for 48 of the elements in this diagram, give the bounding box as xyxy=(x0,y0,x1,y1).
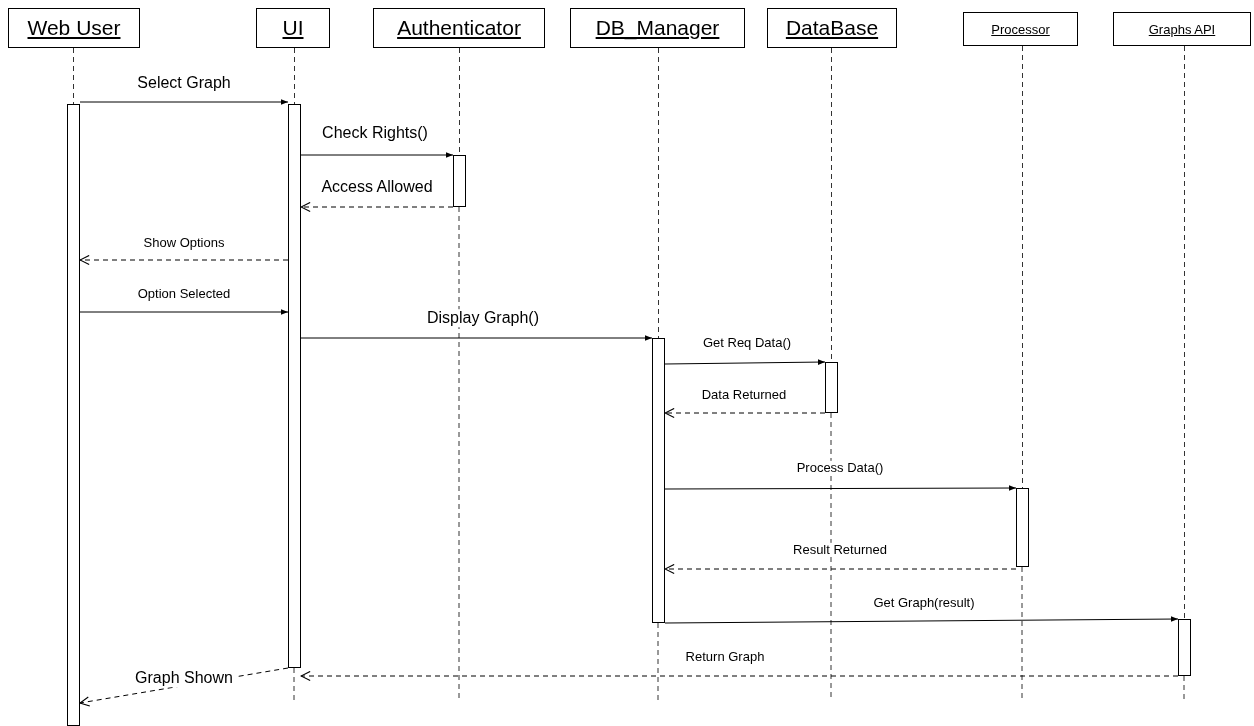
participant-name: Processor xyxy=(991,21,1050,37)
message-label: Show Options xyxy=(141,235,227,251)
lifeline xyxy=(658,47,659,339)
message-label: Check Rights() xyxy=(320,124,430,142)
participant-box xyxy=(256,8,330,48)
activation-bar xyxy=(1016,488,1029,567)
activation-bar xyxy=(652,338,665,623)
participant-box xyxy=(570,8,745,48)
participant-name: Authenticator xyxy=(397,16,521,40)
message-label: Graph Shown xyxy=(133,669,235,687)
activation-bar xyxy=(1178,619,1191,676)
message-arrow xyxy=(300,335,653,341)
participant-name: Graphs API xyxy=(1148,21,1216,37)
message-label: Get Req Data() xyxy=(700,335,794,351)
return-arrow xyxy=(79,254,289,266)
message-label: Option Selected xyxy=(135,286,233,302)
return-arrow xyxy=(664,563,1017,575)
message-arrow xyxy=(664,616,1179,624)
activation-bar xyxy=(67,104,80,726)
participant-box xyxy=(8,8,140,48)
lifeline xyxy=(1022,45,1023,489)
message-arrow xyxy=(300,152,454,158)
message-arrow xyxy=(664,485,1017,491)
message-label: Get Graph(result) xyxy=(871,595,977,611)
activation-bar xyxy=(288,104,301,668)
return-arrow xyxy=(300,201,454,213)
participant-box xyxy=(767,8,897,48)
activation-bar xyxy=(453,155,466,207)
lifeline xyxy=(294,47,295,105)
participant-box xyxy=(1113,12,1251,46)
return-arrow xyxy=(300,670,1179,682)
activation-bar xyxy=(825,362,838,413)
return-arrow xyxy=(664,407,826,419)
message-label: Display Graph() xyxy=(425,309,541,327)
message-arrow xyxy=(79,99,289,105)
message-label: Select Graph xyxy=(135,74,233,92)
lifeline xyxy=(1184,45,1185,620)
message-arrow xyxy=(664,359,826,365)
participant-name: Web User xyxy=(27,16,121,40)
lifeline xyxy=(73,47,74,105)
participant-name: UI xyxy=(282,16,304,40)
message-label: Return Graph xyxy=(683,649,767,665)
participant-box xyxy=(963,12,1078,46)
message-label: Process Data() xyxy=(794,460,886,476)
participant-name: DataBase xyxy=(785,16,879,40)
participant-box xyxy=(373,8,545,48)
message-arrow xyxy=(79,309,289,315)
participant-name: DB_Manager xyxy=(595,16,720,40)
